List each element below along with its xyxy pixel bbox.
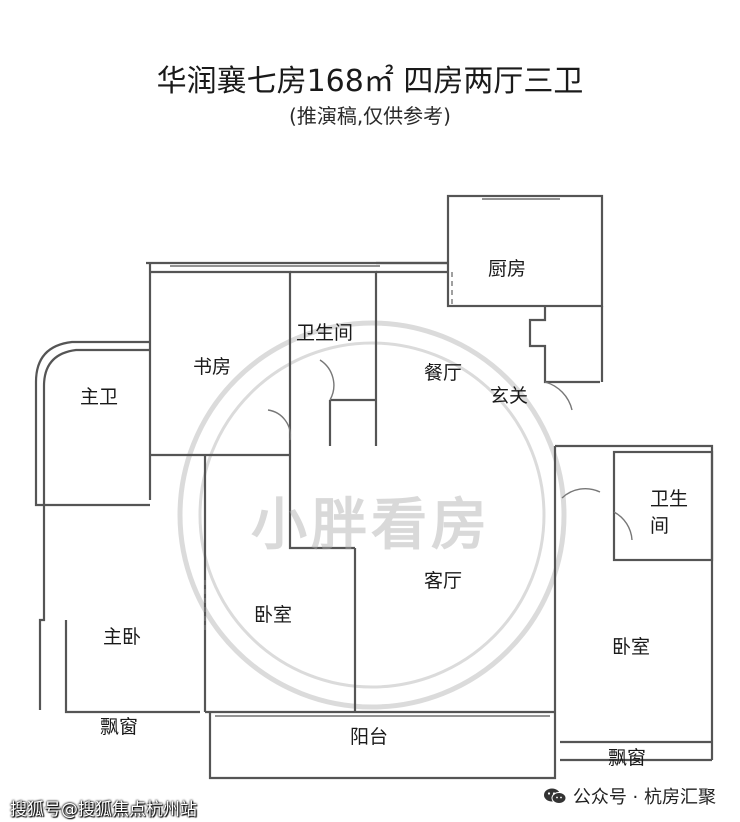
room-label-bay-window-left: 飘窗 [100,716,139,738]
room-label-bathroom-top: 卫生间 [296,322,354,344]
bathroom-right-walls [612,450,714,562]
watermark-text: 小胖看房 [251,493,491,558]
room-label-dining: 餐厅 [424,362,463,384]
room-label-bathroom-right: 卫生 间 [650,488,689,537]
page-title: 华润襄七房168㎡ 四房两厅三卫 [156,64,584,99]
room-label-entrance: 玄关 [490,385,529,407]
room-label-bedroom-right: 卧室 [612,636,651,658]
page-subtitle: (推演稿,仅供参考) [289,104,451,128]
wechat-credit: 公众号 · 杭房汇聚 [543,783,716,809]
room-label-bedroom-mid: 卧室 [254,604,293,626]
room-label-master-bath: 主卫 [80,386,119,408]
room-label-living: 客厅 [424,570,463,592]
room-label-master-bedroom: 主卧 [103,626,142,648]
entrance-walls [528,306,600,384]
room-label-study: 书房 [193,356,232,378]
wechat-credit-text: 公众号 · 杭房汇聚 [572,787,716,808]
watermark-ring [177,320,567,710]
wechat-icon [543,788,567,804]
master-bedroom-walls [38,505,46,710]
room-label-bay-window-right: 飘窗 [608,747,647,769]
source-watermark: 搜狐号@搜狐焦点杭州站 [10,800,197,820]
kitchen-walls [446,194,604,308]
room-label-kitchen: 厨房 [488,258,527,280]
room-label-balcony: 阳台 [350,726,389,748]
master-bath-walls [34,340,150,507]
